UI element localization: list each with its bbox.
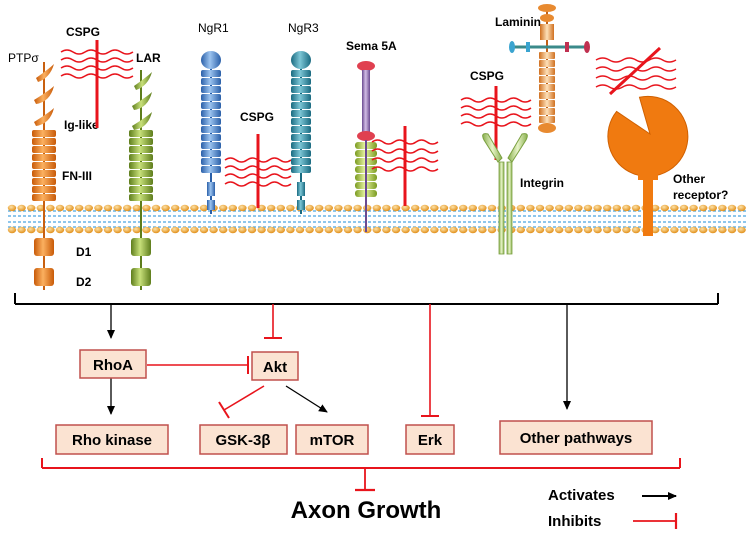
node-mtor-label: mTOR xyxy=(310,432,355,449)
node-rho-kinase-label: Rho kinase xyxy=(72,432,152,449)
node-other-pathways-label: Other pathways xyxy=(520,430,633,447)
d1-label: D1 xyxy=(76,245,92,259)
cspg-sema xyxy=(371,126,439,206)
cspg-middle xyxy=(224,134,292,208)
ig-like-label: Ig-like xyxy=(64,118,99,132)
integrin xyxy=(482,133,528,255)
node-other-pathways: Other pathways xyxy=(499,420,653,455)
outcome-inhibit-bracket xyxy=(41,458,681,492)
node-erk-label: Erk xyxy=(418,432,443,449)
cspg-integrin-label: CSPG xyxy=(470,69,504,83)
lar-receptor xyxy=(129,70,153,290)
node-akt-label: Akt xyxy=(263,359,287,376)
inhibit-rhoa-akt xyxy=(147,356,249,374)
node-akt: Akt xyxy=(251,351,299,381)
arrow-akt-mtor xyxy=(285,385,328,413)
sema5a-label: Sema 5A xyxy=(346,39,397,53)
integrin-label: Integrin xyxy=(520,176,564,190)
node-gsk3b-label: GSK-3β xyxy=(216,432,271,449)
ptp-sigma-label: PTPσ xyxy=(8,51,39,65)
ngr3-receptor xyxy=(291,51,311,214)
inhibit-akt-gsk3b xyxy=(218,385,265,419)
laminin-label: Laminin xyxy=(495,15,541,29)
legend-inhibits-label: Inhibits xyxy=(548,513,601,530)
cspg-left-label: CSPG xyxy=(66,25,100,39)
ngr3-label: NgR3 xyxy=(288,21,319,35)
fn3-label: FN-III xyxy=(62,169,92,183)
cspg-left xyxy=(60,40,134,128)
inhibit-to-erk xyxy=(421,304,439,417)
other-receptor xyxy=(607,95,689,236)
laminin xyxy=(509,4,590,133)
legend-activates-label: Activates xyxy=(548,487,615,504)
other-receptor-label-1: Other xyxy=(673,172,705,186)
other-receptor-label-2: receptor? xyxy=(673,188,728,202)
ptp-sigma-receptor xyxy=(32,62,56,290)
inhibit-to-akt xyxy=(264,304,282,339)
cell-membrane xyxy=(7,204,748,234)
node-gsk3b: GSK-3β xyxy=(199,424,288,455)
cspg-mid-label: CSPG xyxy=(240,110,274,124)
legend-inhibits-symbol xyxy=(633,513,678,529)
node-erk: Erk xyxy=(405,424,455,455)
node-rho-kinase: Rho kinase xyxy=(55,424,169,455)
node-mtor: mTOR xyxy=(295,424,369,455)
node-rhoa: RhoA xyxy=(79,349,147,379)
d2-label: D2 xyxy=(76,275,92,289)
cspg-other xyxy=(595,46,677,96)
legend: Activates Inhibits xyxy=(548,487,678,530)
node-rhoa-label: RhoA xyxy=(93,357,133,374)
ngr1-label: NgR1 xyxy=(198,21,229,35)
ngr1-receptor xyxy=(201,51,221,214)
outcome-label: Axon Growth xyxy=(291,497,442,524)
lipid-heads xyxy=(7,204,746,234)
sema5a-receptor xyxy=(355,61,377,232)
receptor-bracket xyxy=(14,293,719,305)
lar-label: LAR xyxy=(136,51,161,65)
